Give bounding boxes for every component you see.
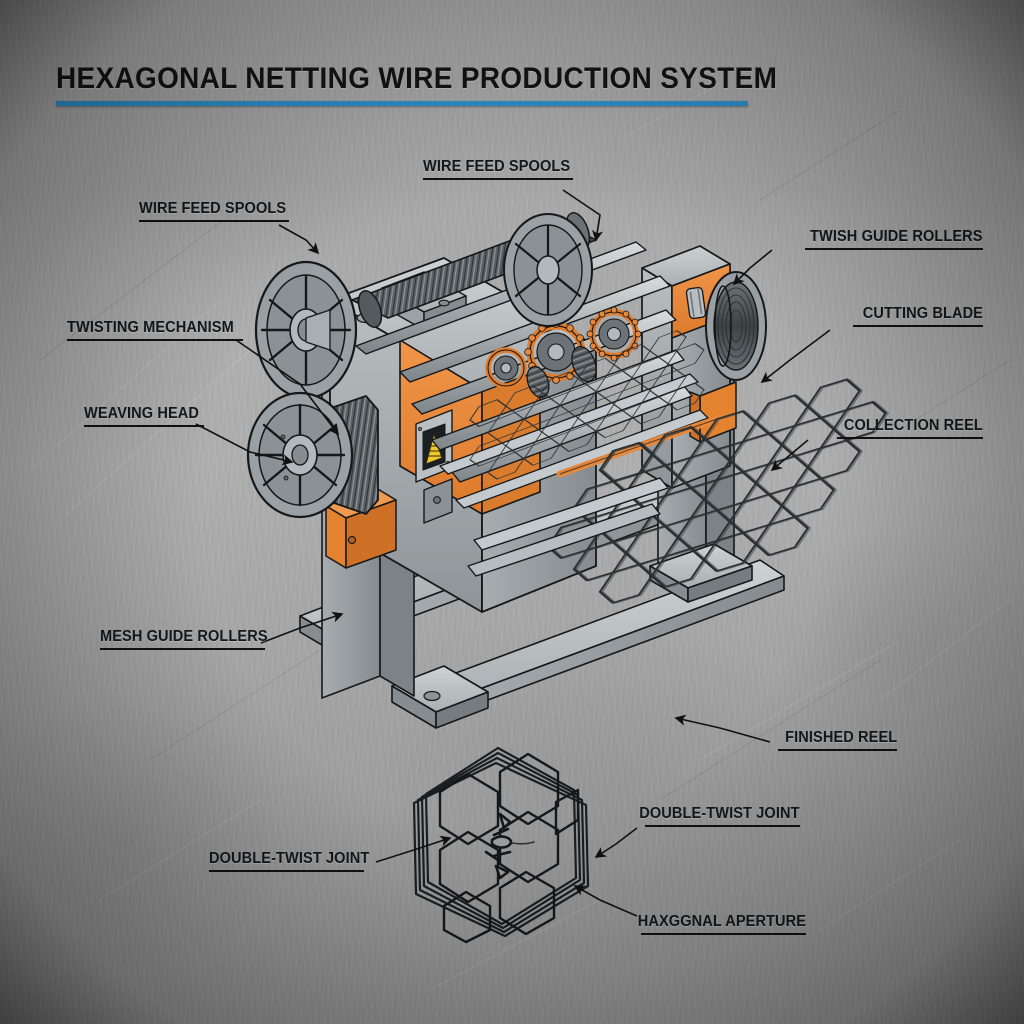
background-vignette	[0, 0, 1024, 1024]
diagram-canvas: HEXAGONAL NETTING WIRE PRODUCTION SYSTEM	[0, 0, 1024, 1024]
